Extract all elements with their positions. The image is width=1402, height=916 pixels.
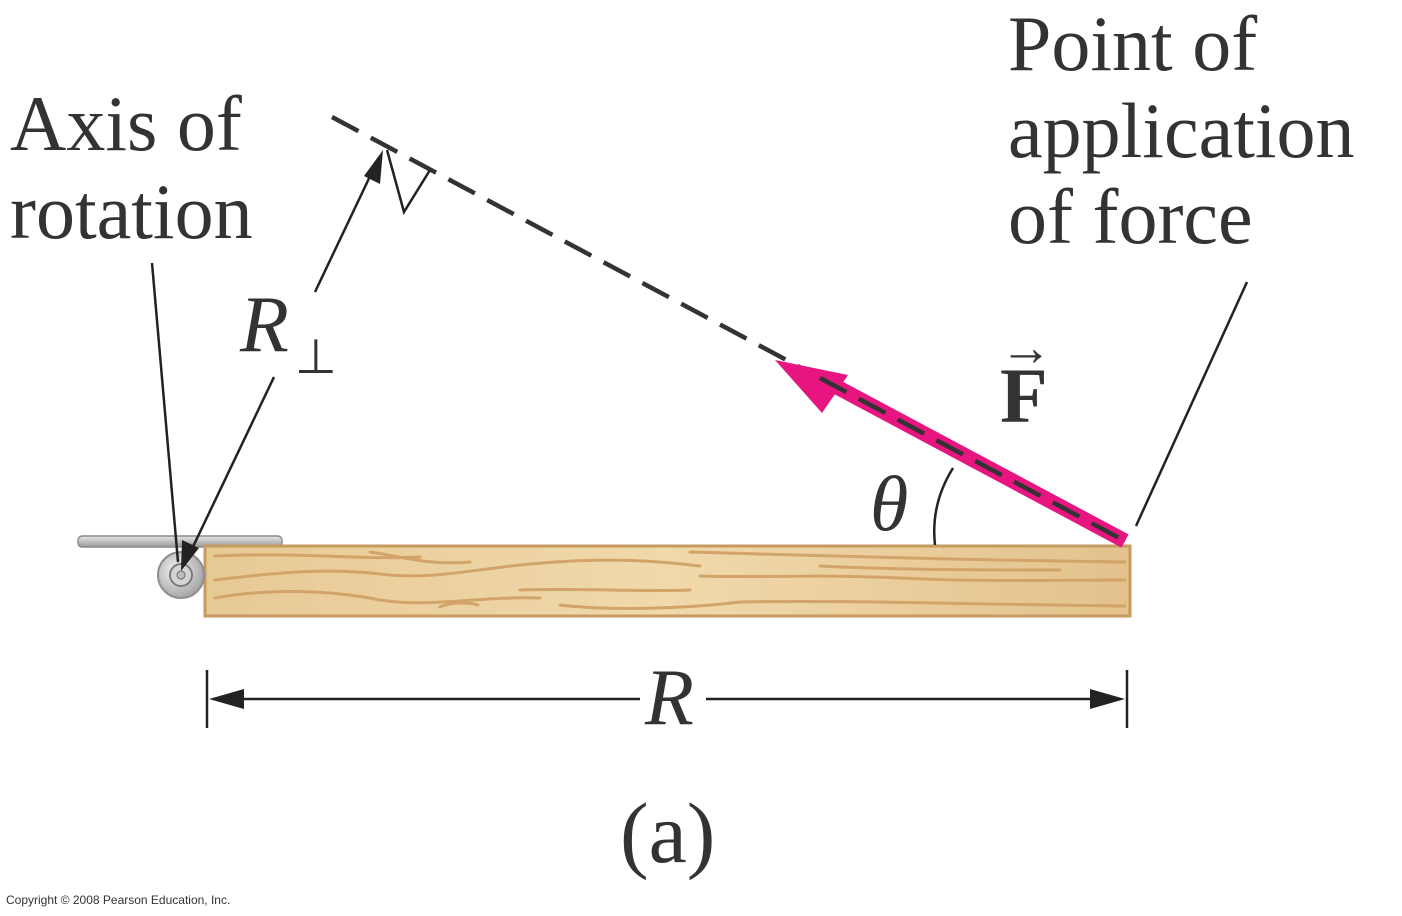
axis-leader-line [150,262,180,563]
r-perp-label: R [239,281,289,369]
force-arrow [775,360,1129,548]
hinge-plate [77,535,283,548]
panel-label: (a) [620,785,715,881]
axis-of-rotation-label-line1: Axis of [10,80,242,167]
force-vector-label: F [1000,352,1048,439]
point-of-application-label-line1: Point of [1008,0,1257,87]
axis-of-rotation-label-line2: rotation [10,168,253,255]
point-of-application-label-line3: of force [1008,173,1253,260]
r-dimension [205,670,1129,728]
r-perp-arrow-lower [181,376,276,571]
theta-label: θ [870,460,908,547]
copyright-notice: Copyright © 2008 Pearson Education, Inc. [6,893,230,907]
wooden-board [203,544,1132,618]
axis-hinge [157,551,205,599]
r-perp-subscript: ⊥ [295,331,337,384]
r-perp-arrow-upper [313,150,383,293]
theta-arc [933,467,955,546]
r-length-label: R [644,654,694,742]
point-leader-line [1134,281,1249,527]
point-of-application-label-line2: application [1008,87,1355,174]
force-vector-arrow-symbol: → [1000,320,1052,377]
right-angle-marker [385,149,432,216]
